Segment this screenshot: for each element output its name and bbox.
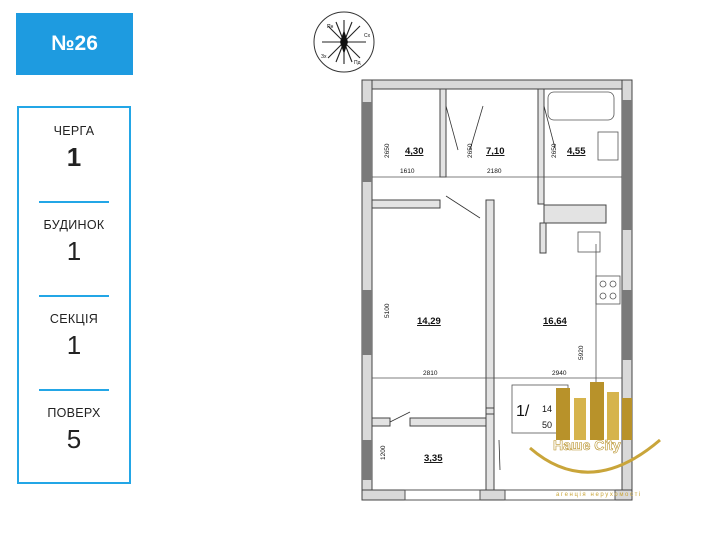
room-area: 4,30 bbox=[405, 146, 424, 157]
room-area: 3,35 bbox=[424, 453, 443, 464]
room-area: 16,64 bbox=[543, 316, 567, 327]
apartment-number: №26 bbox=[51, 32, 98, 55]
floor-label: ПОВЕРХ bbox=[47, 406, 101, 420]
dimension-label: 2940 bbox=[552, 370, 567, 377]
dimension-label: 2650 bbox=[467, 143, 474, 158]
building-label: БУДИНОК bbox=[43, 218, 105, 232]
dimension-label: 1200 bbox=[380, 445, 387, 460]
dimension-label: 2650 bbox=[551, 143, 558, 158]
dimension-label: 5920 bbox=[578, 345, 585, 360]
section-field: СЕКЦІЯ 1 bbox=[19, 312, 129, 361]
section-value: 1 bbox=[66, 330, 82, 360]
logo-subtitle: агенція нерухомості bbox=[556, 492, 642, 498]
queue-label: ЧЕРГА bbox=[53, 124, 95, 138]
dimension-label: 1610 bbox=[400, 168, 415, 175]
apartment-number-badge: №26 bbox=[16, 13, 133, 75]
queue-field: ЧЕРГА 1 bbox=[19, 124, 129, 173]
room-area: 4,55 bbox=[567, 146, 586, 157]
doors bbox=[389, 105, 556, 471]
internal-walls bbox=[371, 88, 607, 491]
fixtures bbox=[372, 91, 622, 390]
dimension-label: 2810 bbox=[423, 370, 438, 377]
floor-field: ПОВЕРХ 5 bbox=[19, 406, 129, 455]
windows bbox=[362, 100, 632, 501]
compass-n: Пн bbox=[327, 24, 334, 30]
building-field: БУДИНОК 1 bbox=[19, 218, 129, 267]
divider bbox=[39, 389, 109, 391]
compass-e: Сх bbox=[364, 33, 371, 39]
floor-value: 5 bbox=[66, 424, 82, 454]
logo-name: Наше Сіty bbox=[553, 437, 621, 453]
room-area: 14,29 bbox=[417, 316, 441, 327]
compass-w: Зх bbox=[321, 54, 327, 60]
dimension-label: 5100 bbox=[384, 303, 391, 318]
section-label: СЕКЦІЯ bbox=[49, 312, 99, 326]
queue-value: 1 bbox=[66, 142, 82, 172]
compass-s: Пд bbox=[354, 60, 361, 66]
building-value: 1 bbox=[66, 236, 82, 266]
apartment-info-panel: ЧЕРГА 1 БУДИНОК 1 СЕКЦІЯ 1 ПОВЕРХ 5 bbox=[17, 106, 131, 484]
stamp-top: 14 bbox=[542, 404, 552, 414]
stamp-bottom: 50 bbox=[542, 420, 552, 430]
divider bbox=[39, 295, 109, 297]
divider bbox=[39, 201, 109, 203]
agency-logo: Наше Сіty агенція нерухомості bbox=[529, 382, 661, 498]
dimension-label: 2180 bbox=[487, 168, 502, 175]
compass-icon: Пн Сх Пд Зх bbox=[313, 11, 375, 73]
stamp-fraction: 1/ bbox=[516, 403, 530, 420]
room-area: 7,10 bbox=[486, 146, 505, 157]
dimension-label: 2650 bbox=[384, 143, 391, 158]
